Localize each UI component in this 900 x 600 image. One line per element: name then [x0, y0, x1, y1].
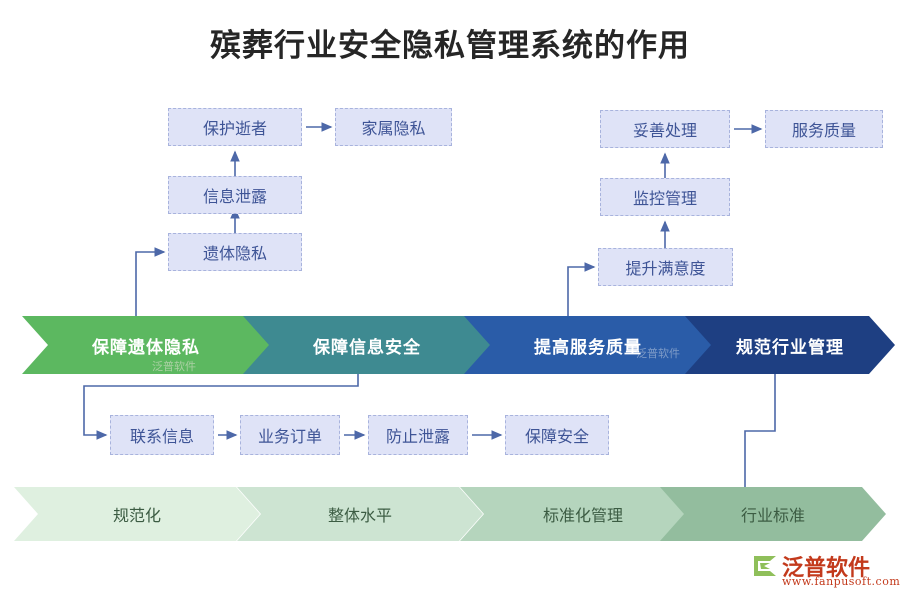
step-label: 规范行业管理 [736, 337, 844, 358]
node-proper-handling[interactable]: 妥善处理 [600, 110, 730, 148]
logo-wordmark: 泛普软件 [782, 556, 871, 581]
step-label: 保障遗体隐私 [92, 337, 200, 358]
fanpu-logo-icon [754, 556, 776, 576]
node-label: 家属隐私 [361, 119, 426, 138]
outcome-band: 规范化 整体水平 标准化管理 行业标准 [0, 487, 900, 541]
outcome-overall-level[interactable]: 整体水平 [237, 487, 483, 541]
outcome-label: 规范化 [112, 506, 161, 525]
step-body-privacy[interactable]: 保障遗体隐私 [22, 316, 270, 374]
node-info-leak[interactable]: 信息泄露 [168, 176, 302, 214]
node-label: 遗体隐私 [202, 244, 267, 263]
node-label: 保障安全 [524, 427, 589, 446]
node-service-quality[interactable]: 服务质量 [765, 110, 883, 148]
wire-chev1-to-bodyprivacy [135, 247, 166, 316]
node-body-privacy[interactable]: 遗体隐私 [168, 233, 302, 271]
node-label: 监控管理 [632, 189, 697, 208]
main-process-band: 保障遗体隐私 保障信息安全 提高服务质量 规范行业管理 [0, 316, 900, 374]
node-label: 业务订单 [257, 427, 322, 446]
watermark-left: 泛普软件 [152, 360, 196, 373]
node-prevent-leak[interactable]: 防止泄露 [368, 415, 468, 455]
outcome-industry-standard[interactable]: 行业标准 [660, 487, 886, 541]
outcome-label: 标准化管理 [542, 506, 623, 525]
brand-logo[interactable]: 泛普软件 www.fanpusoft.com [752, 550, 900, 594]
step-label: 提高服务质量 [534, 337, 642, 358]
node-contact-info[interactable]: 联系信息 [110, 415, 214, 455]
step-industry-mgmt[interactable]: 规范行业管理 [685, 316, 895, 374]
watermark-right: 泛普软件 [636, 347, 680, 360]
node-raise-satisfaction[interactable]: 提升满意度 [598, 248, 733, 286]
outcome-label: 行业标准 [740, 506, 805, 525]
page-title: 殡葬行业安全隐私管理系统的作用 [210, 28, 690, 64]
node-label: 服务质量 [791, 121, 856, 140]
node-label: 妥善处理 [632, 121, 697, 140]
step-label: 保障信息安全 [313, 337, 421, 358]
node-monitor-manage[interactable]: 监控管理 [600, 178, 730, 216]
node-business-order[interactable]: 业务订单 [240, 415, 340, 455]
node-label: 信息泄露 [202, 187, 267, 206]
node-label: 提升满意度 [625, 259, 706, 278]
node-family-privacy[interactable]: 家属隐私 [335, 108, 452, 146]
node-label: 联系信息 [129, 427, 194, 446]
outcome-standardized-management[interactable]: 标准化管理 [460, 487, 706, 541]
step-service-quality[interactable]: 提高服务质量 [464, 316, 712, 374]
node-protect-deceased[interactable]: 保护逝者 [168, 108, 302, 146]
node-label: 防止泄露 [385, 427, 450, 446]
outcome-standardize[interactable]: 规范化 [14, 487, 260, 541]
step-info-security[interactable]: 保障信息安全 [243, 316, 491, 374]
outcome-label: 整体水平 [327, 506, 392, 525]
node-ensure-security[interactable]: 保障安全 [505, 415, 609, 455]
logo-url: www.fanpusoft.com [782, 575, 900, 588]
wire-chev3-to-satisfaction [567, 262, 596, 316]
node-label: 保护逝者 [202, 119, 267, 138]
